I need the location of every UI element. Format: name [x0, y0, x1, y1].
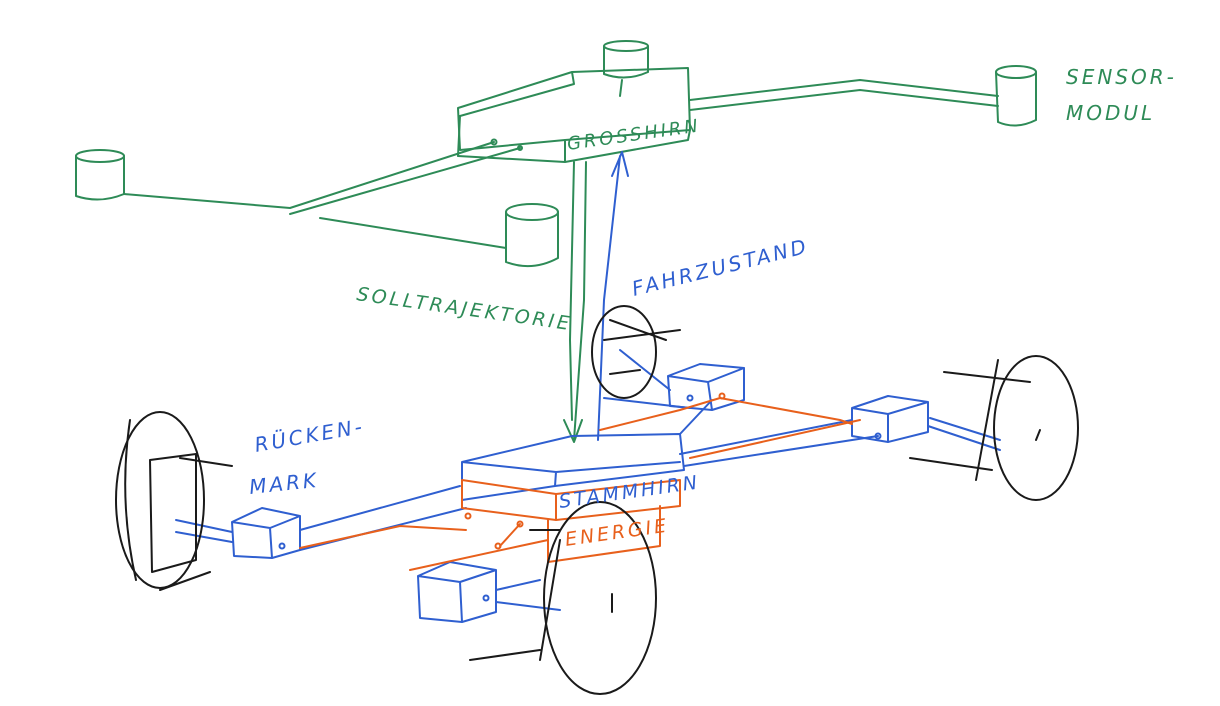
energie-box [461, 479, 681, 521]
control-layer [175, 151, 1001, 623]
fahrzustand-arrow [597, 151, 629, 441]
sensor-modul-label-line2: MODUL [1066, 101, 1155, 125]
ruecken-mark-label-line2: MARK [248, 468, 320, 499]
solltrajektorie-label: SOLLTRAJEKTORIE [355, 283, 573, 335]
module-front-left [417, 561, 497, 623]
wheel-front-right [909, 355, 1079, 501]
sensor-cylinder-bottom [505, 203, 559, 268]
fahrzustand-label: FAHRZUSTAND [629, 234, 811, 301]
sensor-cylinder-right [995, 65, 1037, 127]
ruecken-mark-label-line1: RÜCKEN- [253, 414, 367, 457]
module-rear-left [231, 507, 301, 559]
grosshirn-layer [75, 40, 1037, 443]
wheels [115, 305, 1079, 695]
energie-label: ENERGIE [564, 515, 671, 551]
energy-layer [299, 392, 861, 571]
wheel-rear-right [591, 305, 681, 399]
sensor-cylinder-left [75, 149, 125, 201]
wheel-front-left [469, 501, 657, 695]
sensor-modul-label-line1: SENSOR- [1066, 65, 1177, 89]
sensor-cylinder-top [603, 40, 649, 79]
wheel-rear-left [115, 411, 233, 591]
solltrajektorie-arrow [563, 161, 587, 443]
grosshirn-box [457, 67, 691, 163]
module-front-right [851, 395, 929, 443]
